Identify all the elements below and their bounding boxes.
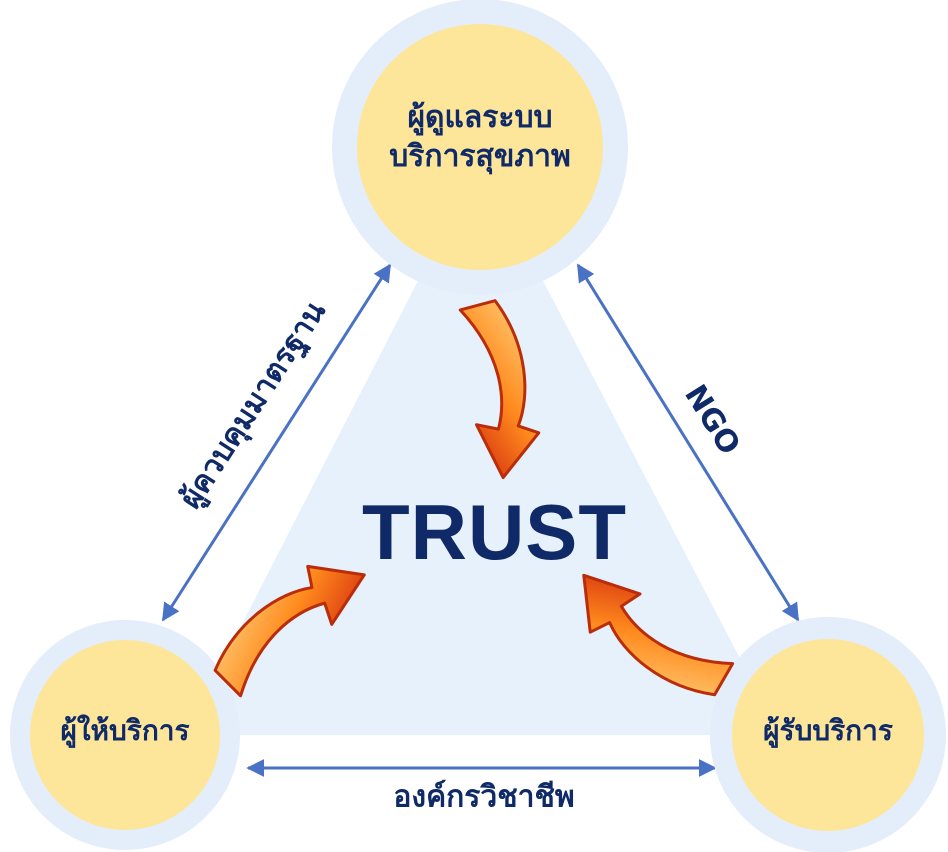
node-top-label: ผู้ดูแลระบบ บริการสุขภาพ [340, 98, 620, 176]
node-top-line2: บริการสุขภาพ [389, 139, 571, 174]
center-label: TRUST [362, 488, 627, 576]
arrow-from-right [582, 573, 735, 697]
arrow-from-top [458, 299, 541, 480]
node-top-line1: ผู้ดูแลระบบ [407, 100, 553, 135]
node-top [332, 0, 628, 295]
bottom-edge-label: องค์กรวิชาชีพ [393, 779, 575, 815]
node-right-label: ผู้รับบริการ [763, 714, 893, 747]
right-connector [576, 263, 800, 622]
arrow-from-left [213, 564, 366, 698]
node-left [10, 620, 240, 850]
left-connector [161, 263, 392, 622]
node-left-label: ผู้ให้บริการ [60, 714, 190, 747]
node-right [710, 617, 946, 852]
